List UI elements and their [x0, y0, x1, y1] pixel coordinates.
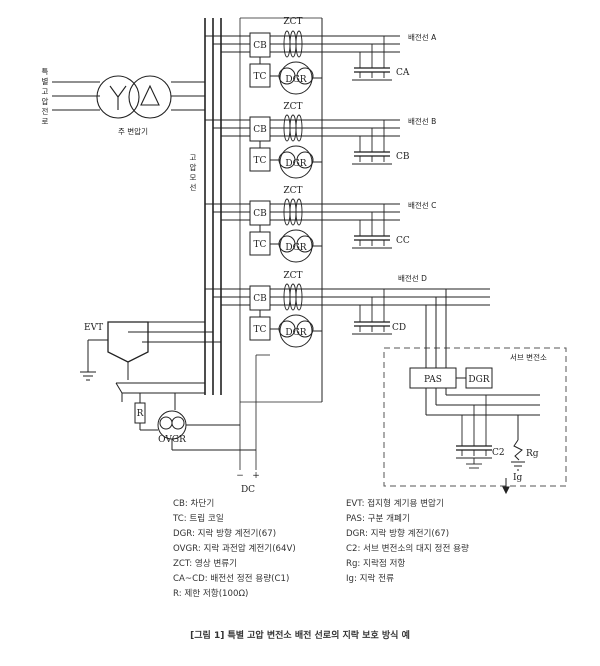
incoming-lines	[52, 81, 100, 111]
zct-label-a: ZCT	[283, 17, 302, 27]
feeder-b: CB ZCT TC DGR 배전선 B CB	[205, 102, 436, 245]
dc-minus-label: −	[236, 471, 244, 481]
feeder-name-a: 배전선 A	[408, 32, 437, 42]
sub-dgr-relay	[465, 367, 493, 389]
evt-transformer	[80, 321, 221, 381]
zct-label-d: ZCT	[283, 271, 302, 281]
sub-feed-lines	[425, 289, 540, 416]
cap-label-a: CA	[396, 68, 410, 78]
dgr-relay-c	[259, 225, 323, 330]
dgr-label-d: DGR	[285, 328, 306, 338]
hv-bus-label-3: 모	[190, 173, 197, 182]
incoming-label-6: 로	[42, 117, 49, 126]
dgr-label-c: DGR	[285, 243, 306, 253]
hv-bus	[204, 18, 222, 395]
tc-label-a: TC	[254, 72, 267, 82]
incoming-label-3: 고	[42, 87, 49, 96]
incoming-label-1: 특	[42, 67, 49, 76]
dc-plus-label: +	[252, 471, 260, 481]
main-transformer	[96, 75, 205, 119]
legend-item-ig: Ig: 지락 전류	[346, 574, 394, 584]
pas-switch	[409, 367, 457, 389]
dgr-relay-d	[259, 310, 323, 402]
main-transformer-label: 주 변압기	[118, 127, 148, 136]
legend-item-ca-cd: CA~CD: 배전선 정전 용량(C1)	[173, 574, 290, 584]
feeder-name-c: 배전선 C	[408, 200, 436, 210]
legend-item-cb: CB: 차단기	[173, 499, 215, 509]
tc-label-b: TC	[254, 156, 267, 166]
cap-label-d: CD	[392, 323, 406, 333]
ovgr-label: OVGR	[158, 435, 186, 445]
hv-bus-label-4: 선	[190, 183, 197, 192]
legend-item-r: R: 제한 저항(100Ω)	[173, 589, 249, 599]
legend-item-tc: TC: 트립 코일	[173, 514, 224, 524]
feeder-a: CB ZCT TC DGR 배전선 A CA	[205, 17, 437, 160]
feeder-d: CB ZCT TC DGR 배전선 D CD	[205, 271, 490, 402]
legend-left: CB: 차단기 TC: 트립 코일 DGR: 지락 방향 계전기(67) OVG…	[173, 497, 296, 602]
cb-label-d: CB	[253, 294, 267, 304]
cb-label-a: CB	[253, 41, 267, 51]
cb-label-c: CB	[253, 209, 267, 219]
legend-right: EVT: 접지형 계기용 변압기 PAS: 구분 개폐기 DGR: 지락 방향 …	[346, 497, 469, 587]
evt-label: EVT	[84, 323, 103, 333]
feeder-c: CB ZCT TC DGR 배전선 C CC	[205, 186, 436, 330]
hv-bus-label-1: 고	[190, 153, 197, 162]
rg-label: Rg	[526, 449, 539, 459]
incoming-label-5: 전	[42, 106, 49, 116]
incoming-label-2: 별	[42, 76, 49, 86]
feeder-name-d: 배전선 D	[398, 273, 427, 283]
zct-label-b: ZCT	[283, 102, 302, 112]
control-wiring	[239, 17, 322, 470]
hv-bus-label-2: 압	[190, 163, 197, 172]
cb-label-b: CB	[253, 125, 267, 135]
dgr-label-b: DGR	[285, 159, 306, 169]
zct-a	[283, 30, 303, 58]
sub-dgr-label: DGR	[468, 375, 489, 385]
c2-label: C2	[492, 448, 505, 458]
tc-label-d: TC	[254, 325, 267, 335]
zct-label-c: ZCT	[283, 186, 302, 196]
incoming-label-4: 압	[42, 97, 49, 106]
legend-item-dgr: DGR: 지락 방향 계전기(67)	[173, 529, 277, 539]
r-label: R	[137, 409, 144, 419]
dgr-relay-b	[259, 141, 323, 245]
pas-label: PAS	[424, 375, 442, 385]
tc-label-c: TC	[254, 240, 267, 250]
figure-caption: [그림 1] 특별 고압 변전소 배전 선로의 지락 보호 방식 예	[190, 631, 410, 641]
ground-fault-point	[502, 415, 525, 495]
legend-item-evt: EVT: 접지형 계기용 변압기	[346, 499, 444, 509]
dgr-label-a: DGR	[285, 75, 306, 85]
ig-label: Ig	[513, 473, 523, 483]
legend-item-rg: Rg: 지락점 저항	[346, 559, 406, 569]
sub-substation-box	[383, 347, 567, 487]
open-delta-circuit	[115, 382, 256, 451]
sub-substation-label: 서브 변전소	[510, 352, 547, 362]
zct-c	[283, 198, 303, 226]
feeder-name-b: 배전선 B	[408, 116, 436, 126]
cap-label-c: CC	[396, 236, 410, 246]
legend-item-zct: ZCT: 영상 변류기	[173, 559, 238, 569]
legend-item-c2: C2: 서브 변전소의 대지 정전 용량	[346, 544, 469, 554]
zct-d	[283, 283, 303, 311]
legend-item-pas: PAS: 구분 개폐기	[346, 514, 410, 524]
zct-b	[283, 114, 303, 142]
legend-item-ovgr: OVGR: 지락 과전압 계전기(64V)	[173, 544, 296, 554]
dc-label: DC	[241, 485, 255, 495]
cap-label-b: CB	[396, 152, 410, 162]
legend-item-dgr-sub: DGR: 지락 방향 계전기(67)	[346, 529, 450, 539]
